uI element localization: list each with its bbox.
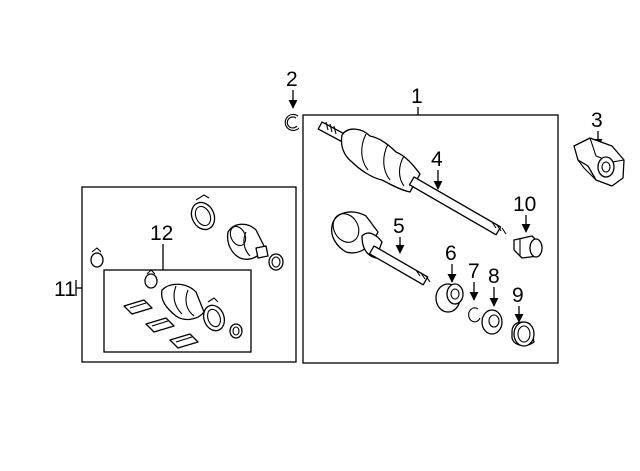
damper-part-10 [513,235,543,259]
callout-4: 4 [431,148,443,171]
boot-kit-frame [81,186,297,363]
callout-11: 11 [54,278,76,301]
inner-kit-part-12 [123,269,243,349]
callout-9: 9 [512,284,524,307]
inner-boot-kit-frame [103,269,252,353]
callout-6: 6 [445,242,457,265]
callout-8: 8 [488,265,500,288]
inner-joint-part-5 [330,211,431,286]
outer-shaft-part-4 [317,121,507,236]
clip-part-7 [468,307,481,323]
callout-3: 3 [591,109,603,132]
callout-1: 1 [411,85,423,108]
snap-ring-part-2 [284,113,300,131]
callout-10: 10 [513,193,536,216]
bracket-part-3 [573,137,625,187]
dust-cover-part-9 [511,321,535,347]
bearing-part-6 [435,283,464,313]
seal-part-8 [481,309,503,335]
axle-assembly-frame [302,114,559,364]
callout-2: 2 [286,68,298,91]
callout-5: 5 [393,215,405,238]
callout-7: 7 [468,260,480,283]
callout-12: 12 [150,222,173,245]
boot-kit-part-11 [90,194,284,271]
